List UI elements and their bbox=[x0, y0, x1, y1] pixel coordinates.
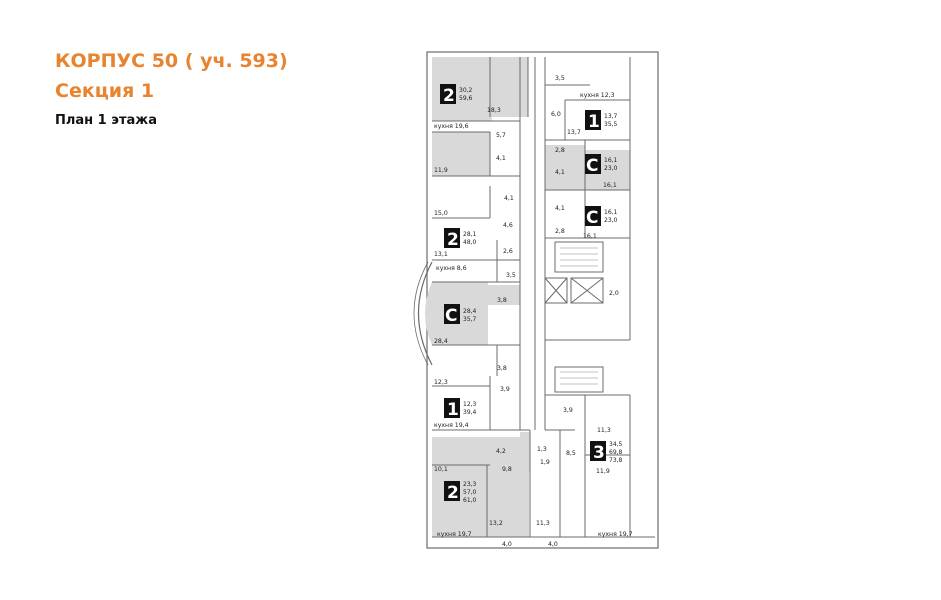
svg-text:9,8: 9,8 bbox=[502, 466, 512, 473]
svg-text:3,9: 3,9 bbox=[563, 407, 573, 414]
svg-text:1,9: 1,9 bbox=[540, 459, 550, 466]
svg-text:2,8: 2,8 bbox=[555, 147, 565, 154]
svg-text:4,1: 4,1 bbox=[504, 195, 514, 202]
apt-area-total: 30,2 bbox=[459, 87, 473, 94]
svg-text:11,3: 11,3 bbox=[597, 427, 611, 434]
svg-text:1: 1 bbox=[447, 400, 459, 420]
apt-area-total: 28,4 bbox=[463, 308, 477, 315]
svg-text:4,1: 4,1 bbox=[555, 205, 565, 212]
svg-text:18,3: 18,3 bbox=[487, 107, 501, 114]
apt-2-top-left-bed bbox=[432, 132, 490, 176]
svg-text:11,9: 11,9 bbox=[434, 167, 448, 174]
svg-text:4,1: 4,1 bbox=[555, 169, 565, 176]
svg-text:11,9: 11,9 bbox=[596, 468, 610, 475]
svg-text:4,2: 4,2 bbox=[496, 448, 506, 455]
svg-text:16,1: 16,1 bbox=[583, 233, 597, 240]
curved-bay-window bbox=[418, 261, 433, 366]
apt-area-total: 48,0 bbox=[463, 239, 477, 246]
svg-text:4,6: 4,6 bbox=[503, 222, 513, 229]
svg-text:10,1: 10,1 bbox=[434, 466, 448, 473]
svg-text:3,5: 3,5 bbox=[555, 75, 565, 82]
svg-text:28,4: 28,4 bbox=[434, 338, 448, 345]
svg-text:2: 2 bbox=[443, 86, 455, 106]
apt-area-total: 13,7 bbox=[604, 113, 618, 120]
room-labels: 18,3 5,7 4,1 кухня 19,6 11,9 3,5 кухня 1… bbox=[434, 75, 633, 548]
svg-text:2,6: 2,6 bbox=[503, 248, 513, 255]
apt-area-total: 73,8 bbox=[609, 457, 623, 464]
svg-text:2,0: 2,0 bbox=[609, 290, 619, 297]
svg-text:2,8: 2,8 bbox=[555, 228, 565, 235]
apt-area-total: 16,1 bbox=[604, 157, 618, 164]
apt-area-total: 35,7 bbox=[463, 316, 477, 323]
apt-area-total: 57,0 bbox=[463, 489, 477, 496]
svg-text:С: С bbox=[586, 156, 598, 176]
svg-text:4,0: 4,0 bbox=[502, 541, 512, 548]
apt-area-total: 59,6 bbox=[459, 95, 473, 102]
apartment-badges: 2 1 С С 2 С 1 3 2 bbox=[440, 84, 606, 503]
apt-area-total: 23,0 bbox=[604, 217, 618, 224]
apt-area-total: 23,3 bbox=[463, 481, 477, 488]
apt-c-left-hall bbox=[488, 285, 520, 305]
floor-plan-title: План 1 этажа bbox=[55, 113, 157, 128]
svg-text:кухня 12,3: кухня 12,3 bbox=[580, 92, 615, 99]
svg-text:13,7: 13,7 bbox=[567, 129, 581, 136]
apt-area-total: 12,3 bbox=[463, 401, 477, 408]
svg-text:16,1: 16,1 bbox=[603, 182, 617, 189]
apt-area-total: 61,0 bbox=[463, 497, 477, 504]
svg-text:кухня 19,6: кухня 19,6 bbox=[434, 123, 469, 130]
svg-text:4,1: 4,1 bbox=[496, 155, 506, 162]
section-title: Секция 1 bbox=[55, 80, 155, 102]
svg-text:6,0: 6,0 bbox=[551, 111, 561, 118]
svg-text:12,3: 12,3 bbox=[434, 379, 448, 386]
apt-area-total: 34,5 bbox=[609, 441, 623, 448]
svg-text:4,0: 4,0 bbox=[548, 541, 558, 548]
svg-text:кухня 19,7: кухня 19,7 bbox=[598, 531, 633, 538]
svg-text:кухня 19,4: кухня 19,4 bbox=[434, 422, 469, 429]
svg-text:2: 2 bbox=[447, 483, 459, 503]
building-title: КОРПУС 50 ( уч. 593) bbox=[55, 50, 288, 72]
svg-text:5,7: 5,7 bbox=[496, 132, 506, 139]
svg-text:11,3: 11,3 bbox=[536, 520, 550, 527]
apt-area-total: 69,8 bbox=[609, 449, 623, 456]
svg-text:2: 2 bbox=[447, 230, 459, 250]
apt-area-total: 35,5 bbox=[604, 121, 618, 128]
svg-text:3,5: 3,5 bbox=[506, 272, 516, 279]
svg-text:13,2: 13,2 bbox=[489, 520, 503, 527]
apt-2-bottom-left-hall bbox=[520, 432, 530, 472]
svg-text:3,9: 3,9 bbox=[500, 386, 510, 393]
svg-text:кухня 19,7: кухня 19,7 bbox=[437, 531, 472, 538]
apt-area-total: 16,1 bbox=[604, 209, 618, 216]
svg-text:13,1: 13,1 bbox=[434, 251, 448, 258]
svg-text:1,3: 1,3 bbox=[537, 446, 547, 453]
svg-text:3: 3 bbox=[593, 443, 605, 463]
apt-area-total: 39,4 bbox=[463, 409, 477, 416]
apt-2-top-left-room bbox=[492, 57, 528, 117]
svg-text:кухня 8,6: кухня 8,6 bbox=[436, 265, 467, 272]
svg-text:3,8: 3,8 bbox=[497, 365, 507, 372]
svg-text:1: 1 bbox=[588, 112, 600, 132]
apt-c-right-1-hall bbox=[545, 145, 585, 190]
apt-area-total: 28,1 bbox=[463, 231, 477, 238]
svg-text:С: С bbox=[586, 208, 598, 228]
svg-text:3,8: 3,8 bbox=[497, 297, 507, 304]
svg-text:8,5: 8,5 bbox=[566, 450, 576, 457]
apt-area-total: 23,0 bbox=[604, 165, 618, 172]
svg-text:С: С bbox=[445, 306, 457, 326]
svg-text:15,0: 15,0 bbox=[434, 210, 448, 217]
